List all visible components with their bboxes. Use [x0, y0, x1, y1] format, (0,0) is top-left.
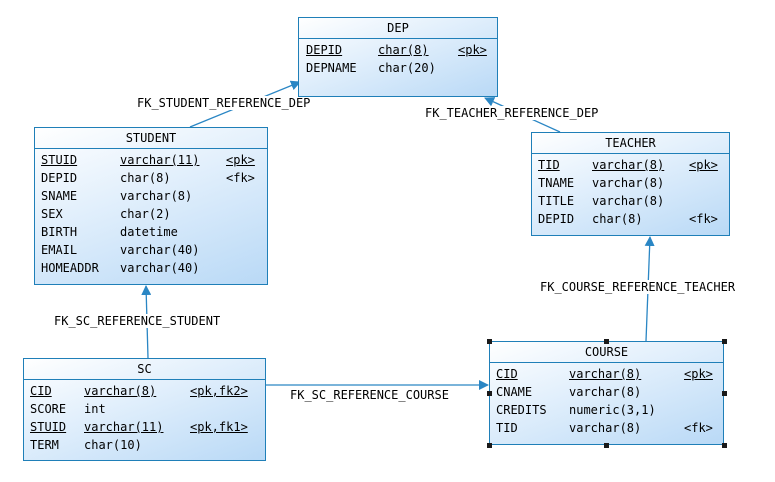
attribute-row[interactable]: CREDITS numeric(3,1)	[490, 401, 723, 419]
attribute-name: CID	[30, 384, 52, 398]
attribute-type: varchar(8)	[592, 194, 665, 208]
attribute-row[interactable]: TNAME varchar(8)	[532, 174, 729, 192]
attribute-name: SCORE	[30, 402, 67, 416]
attribute-type: varchar(8)	[120, 189, 193, 203]
attribute-type: char(8)	[120, 171, 171, 185]
attribute-row[interactable]: STUID varchar(11) <pk>	[35, 151, 267, 169]
attribute-name: TID	[496, 421, 518, 435]
attribute-row[interactable]: CID varchar(8) <pk,fk2>	[24, 382, 265, 400]
attribute-key: <pk>	[684, 367, 713, 381]
attribute-row[interactable]: EMAIL varchar(40)	[35, 241, 267, 259]
attribute-row[interactable]: DEPID char(8) <fk>	[532, 210, 729, 228]
label-fk-sc-student: FK_SC_REFERENCE_STUDENT	[54, 314, 221, 328]
attribute-type: char(8)	[378, 43, 429, 57]
attribute-row[interactable]: SCORE int	[24, 400, 265, 418]
entity-title: SC	[24, 359, 265, 380]
attribute-row[interactable]: SEX char(2)	[35, 205, 267, 223]
attribute-name: TID	[538, 158, 560, 172]
attribute-name: DEPID	[41, 171, 78, 185]
label-fk-course-teacher: FK_COURSE_REFERENCE_TEACHER	[540, 280, 736, 294]
entity-student[interactable]: STUDENT STUID varchar(11) <pk> DEPID char(8)…	[34, 127, 268, 285]
attribute-type: varchar(11)	[84, 420, 164, 434]
selection-handle[interactable]	[604, 443, 609, 448]
attribute-name: SEX	[41, 207, 63, 221]
selection-handle[interactable]	[722, 443, 727, 448]
entity-title: COURSE	[490, 342, 723, 363]
attribute-row[interactable]: TERM char(10)	[24, 436, 265, 454]
attribute-key: <pk,fk1>	[190, 420, 248, 434]
attribute-type: char(2)	[120, 207, 171, 221]
attribute-key: <pk>	[458, 43, 487, 57]
entity-title: TEACHER	[532, 133, 729, 154]
attribute-type: datetime	[120, 225, 178, 239]
attribute-key: <pk>	[689, 158, 718, 172]
attribute-type: varchar(40)	[120, 243, 200, 257]
attribute-name: HOMEADDR	[41, 261, 99, 275]
attribute-name: DEPNAME	[306, 61, 357, 75]
entity-dep[interactable]: DEP DEPID char(8) <pk> DEPNAME char(20)	[298, 17, 498, 97]
attribute-name: CREDITS	[496, 403, 547, 417]
attribute-row[interactable]: HOMEADDR varchar(40)	[35, 259, 267, 277]
attribute-row[interactable]: DEPNAME char(20)	[299, 59, 497, 77]
attribute-name: EMAIL	[41, 243, 78, 257]
attribute-type: varchar(11)	[120, 153, 200, 167]
selection-handle[interactable]	[722, 339, 727, 344]
attribute-type: char(20)	[378, 61, 436, 75]
attribute-name: STUID	[30, 420, 67, 434]
selection-handle[interactable]	[487, 391, 492, 396]
attribute-type: varchar(8)	[592, 158, 665, 172]
attribute-name: TERM	[30, 438, 59, 452]
entity-teacher[interactable]: TEACHER TID varchar(8) <pk> TNAME varchar(8)…	[531, 132, 730, 236]
attribute-row[interactable]: TID varchar(8) <pk>	[532, 156, 729, 174]
label-fk-sc-course: FK_SC_REFERENCE_COURSE	[290, 388, 449, 402]
attribute-row[interactable]: STUID varchar(11) <pk,fk1>	[24, 418, 265, 436]
attribute-type: int	[84, 402, 106, 416]
label-fk-teacher-dep: FK_TEACHER_REFERENCE_DEP	[425, 106, 599, 120]
attribute-row[interactable]: DEPID char(8) <fk>	[35, 169, 267, 187]
attribute-name: DEPID	[538, 212, 575, 226]
attribute-row[interactable]: TITLE varchar(8)	[532, 192, 729, 210]
attribute-type: varchar(8)	[569, 367, 642, 381]
attribute-key: <fk>	[684, 421, 713, 435]
attribute-type: varchar(8)	[569, 421, 642, 435]
attribute-row[interactable]: BIRTH datetime	[35, 223, 267, 241]
attribute-key: <fk>	[226, 171, 255, 185]
attribute-type: numeric(3,1)	[569, 403, 656, 417]
attribute-name: BIRTH	[41, 225, 78, 239]
attribute-name: CID	[496, 367, 518, 381]
attribute-name: TNAME	[538, 176, 575, 190]
entity-title: STUDENT	[35, 128, 267, 149]
selection-handle[interactable]	[722, 391, 727, 396]
attribute-type: char(8)	[592, 212, 643, 226]
attribute-row[interactable]: TID varchar(8) <fk>	[490, 419, 723, 437]
attribute-name: TITLE	[538, 194, 575, 208]
attribute-row[interactable]: CID varchar(8) <pk>	[490, 365, 723, 383]
attribute-type: varchar(8)	[569, 385, 642, 399]
attribute-type: varchar(8)	[592, 176, 665, 190]
entity-title: DEP	[299, 18, 497, 39]
attribute-name: CNAME	[496, 385, 533, 399]
attribute-key: <fk>	[689, 212, 718, 226]
attribute-type: char(10)	[84, 438, 142, 452]
attribute-type: varchar(8)	[84, 384, 157, 398]
selection-handle[interactable]	[487, 443, 492, 448]
attribute-row[interactable]: DEPID char(8) <pk>	[299, 41, 497, 59]
attribute-key: <pk>	[226, 153, 255, 167]
attribute-row[interactable]: SNAME varchar(8)	[35, 187, 267, 205]
attribute-name: STUID	[41, 153, 78, 167]
attribute-name: SNAME	[41, 189, 78, 203]
selection-handle[interactable]	[604, 339, 609, 344]
attribute-name: DEPID	[306, 43, 343, 57]
attribute-key: <pk,fk2>	[190, 384, 248, 398]
attribute-row[interactable]: CNAME varchar(8)	[490, 383, 723, 401]
selection-handle[interactable]	[487, 339, 492, 344]
attribute-type: varchar(40)	[120, 261, 200, 275]
label-fk-student-dep: FK_STUDENT_REFERENCE_DEP	[137, 96, 311, 110]
